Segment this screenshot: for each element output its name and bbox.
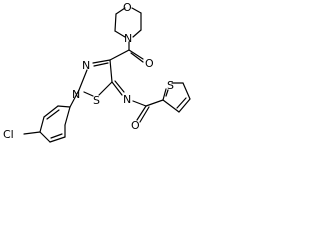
imine-amide-chain xyxy=(111,80,164,123)
ring-sulfur-label: S xyxy=(93,94,100,107)
ring-nitrogen-2-label: N xyxy=(72,88,80,101)
morpholine-ring xyxy=(114,7,142,38)
chlorophenyl-ring xyxy=(23,89,80,143)
chlorine-label: Cl xyxy=(3,128,14,141)
top-carbonyl-oxygen-label: O xyxy=(145,57,154,70)
ring-nitrogen-3-label: N xyxy=(82,59,90,72)
amide-oxygen-label: O xyxy=(131,119,140,132)
morpholine-oxygen-label: O xyxy=(123,1,132,14)
thiadiazole-ring xyxy=(78,59,113,97)
molecule-structure: O N O N N S N O S Cl xyxy=(3,1,191,143)
amide-carbonyl-top xyxy=(109,41,144,63)
thiophene-ring xyxy=(162,82,191,113)
imine-nitrogen-label: N xyxy=(123,93,131,106)
thiophene-sulfur-label: S xyxy=(167,79,174,92)
morpholine-nitrogen-label: N xyxy=(124,32,132,45)
